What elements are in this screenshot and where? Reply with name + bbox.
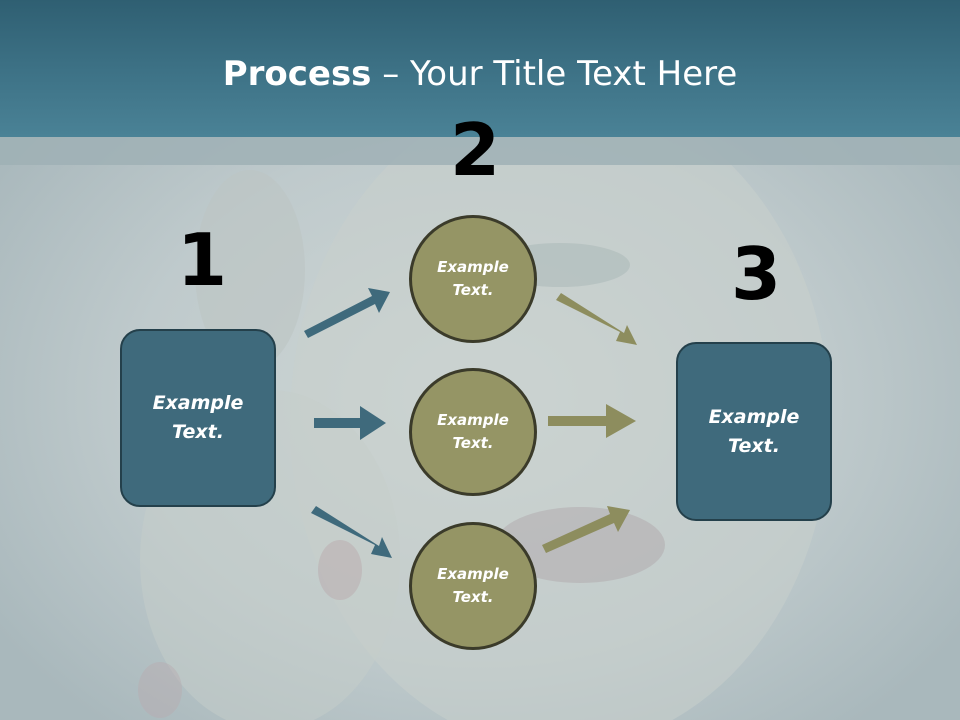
step-number-2: 2 bbox=[450, 108, 501, 192]
left-arrows bbox=[304, 288, 392, 558]
arrow-down-left bbox=[311, 506, 392, 558]
step-3-box: Example Text. bbox=[676, 342, 832, 521]
arrow-mid-right bbox=[548, 404, 636, 438]
arrow-up-right bbox=[556, 293, 637, 345]
title-rest: – Your Title Text Here bbox=[371, 54, 738, 94]
step-2-circle-top: Example Text. bbox=[409, 215, 537, 343]
step-number-1: 1 bbox=[177, 218, 228, 302]
title-strip bbox=[0, 137, 960, 165]
arrow-mid-left bbox=[314, 406, 386, 440]
right-arrows bbox=[542, 293, 637, 553]
title-bold: Process bbox=[222, 54, 372, 94]
arrow-down-right bbox=[542, 506, 630, 553]
circle-middle-label: Example Text. bbox=[437, 411, 509, 452]
step-1-box: Example Text. bbox=[120, 329, 276, 507]
step-3-label: Example Text. bbox=[708, 405, 800, 457]
arrow-up-left bbox=[304, 288, 390, 338]
step-number-3: 3 bbox=[731, 232, 782, 316]
step-2-circle-bottom: Example Text. bbox=[409, 522, 537, 650]
circle-bottom-label: Example Text. bbox=[437, 565, 509, 606]
step-2-circle-middle: Example Text. bbox=[409, 368, 537, 496]
page-title: Process – Your Title Text Here bbox=[0, 52, 960, 96]
title-bar bbox=[0, 0, 960, 137]
circle-top-label: Example Text. bbox=[437, 258, 509, 299]
step-1-label: Example Text. bbox=[152, 392, 244, 443]
